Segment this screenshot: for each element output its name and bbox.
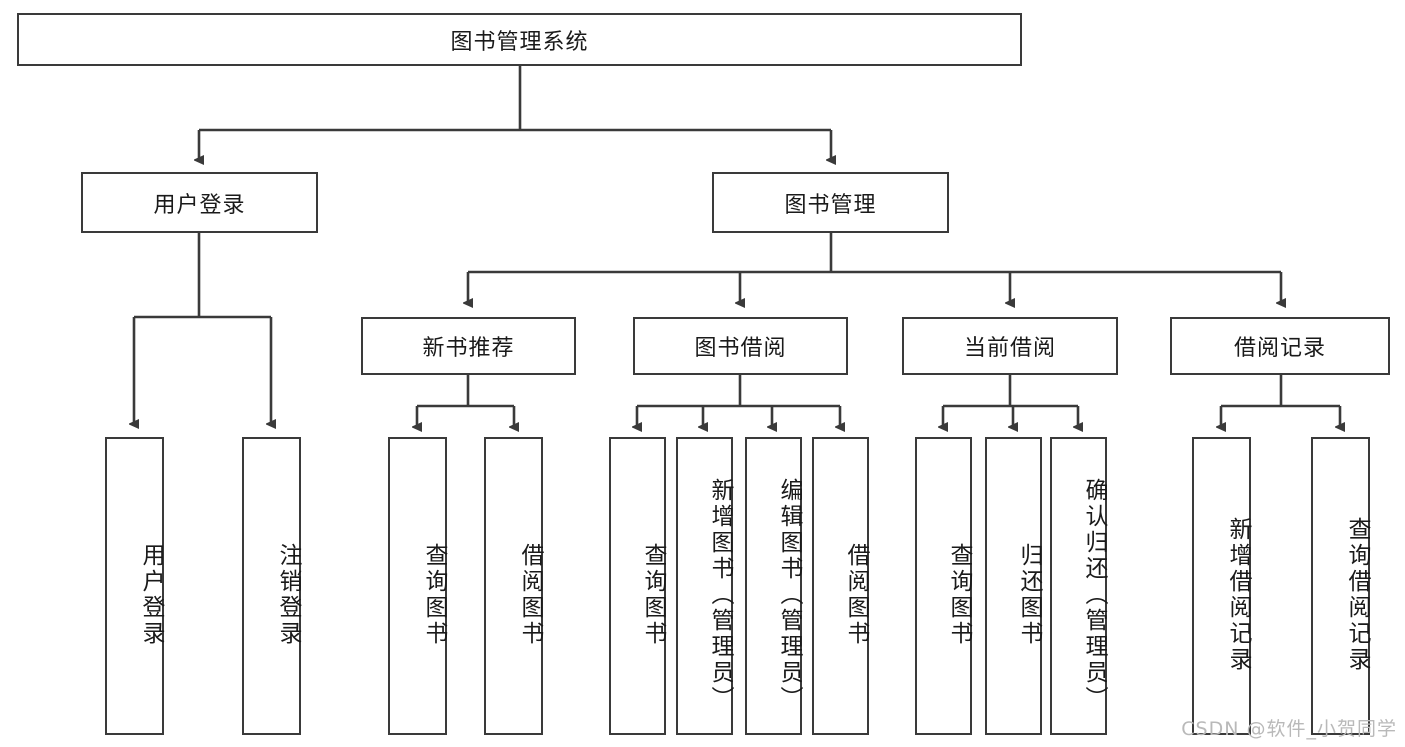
node-label: 当前借阅 [963, 336, 1056, 361]
node-label: 查询借阅记录 [1344, 517, 1370, 673]
node-label: 借阅图书 [843, 543, 869, 647]
leaf-query-book-recommend[interactable]: 查询图书 [388, 437, 447, 735]
node-label: 借阅记录 [1233, 336, 1326, 361]
node-label: 新书推荐 [422, 336, 515, 361]
node-book-management[interactable]: 图书管理 [712, 172, 949, 233]
node-label: 图书借阅 [694, 336, 787, 361]
node-label: 确认归还（管理员） [1081, 478, 1107, 712]
leaf-edit-book[interactable]: 编辑图书（管理员） [745, 437, 802, 735]
leaf-query-borrow-record[interactable]: 查询借阅记录 [1311, 437, 1370, 735]
node-label: 用户登录 [153, 192, 246, 218]
node-label: 新增借阅记录 [1225, 517, 1251, 673]
node-book-borrow[interactable]: 图书借阅 [633, 317, 848, 375]
node-user-login[interactable]: 用户登录 [81, 172, 318, 233]
watermark-text: CSDN @软件_小贺同学 [1181, 718, 1397, 740]
node-label: 新增图书（管理员） [707, 478, 733, 712]
leaf-return-book[interactable]: 归还图书 [985, 437, 1042, 735]
node-label: 查询图书 [421, 543, 447, 647]
leaf-user-login[interactable]: 用户登录 [105, 437, 164, 735]
node-label: 查询图书 [946, 543, 972, 647]
node-label: 图书管理 [784, 192, 877, 218]
leaf-borrow-book[interactable]: 借阅图书 [812, 437, 869, 735]
node-current-borrow[interactable]: 当前借阅 [902, 317, 1118, 375]
leaf-query-book-current[interactable]: 查询图书 [915, 437, 972, 735]
node-label: 借阅图书 [517, 543, 543, 647]
leaf-add-borrow-record[interactable]: 新增借阅记录 [1192, 437, 1251, 735]
node-borrow-record[interactable]: 借阅记录 [1170, 317, 1390, 375]
leaf-borrow-book-recommend[interactable]: 借阅图书 [484, 437, 543, 735]
leaf-logout-login[interactable]: 注销登录 [242, 437, 301, 735]
node-label: 图书管理系统 [450, 29, 589, 55]
node-label: 归还图书 [1016, 543, 1042, 647]
node-new-book-recommend[interactable]: 新书推荐 [361, 317, 576, 375]
leaf-add-book[interactable]: 新增图书（管理员） [676, 437, 733, 735]
node-label: 注销登录 [275, 543, 301, 647]
leaf-query-book-borrow[interactable]: 查询图书 [609, 437, 666, 735]
leaf-confirm-return[interactable]: 确认归还（管理员） [1050, 437, 1107, 735]
node-book-management-system[interactable]: 图书管理系统 [17, 13, 1022, 66]
node-label: 用户登录 [138, 543, 164, 647]
node-label: 编辑图书（管理员） [776, 478, 802, 712]
node-label: 查询图书 [640, 543, 666, 647]
